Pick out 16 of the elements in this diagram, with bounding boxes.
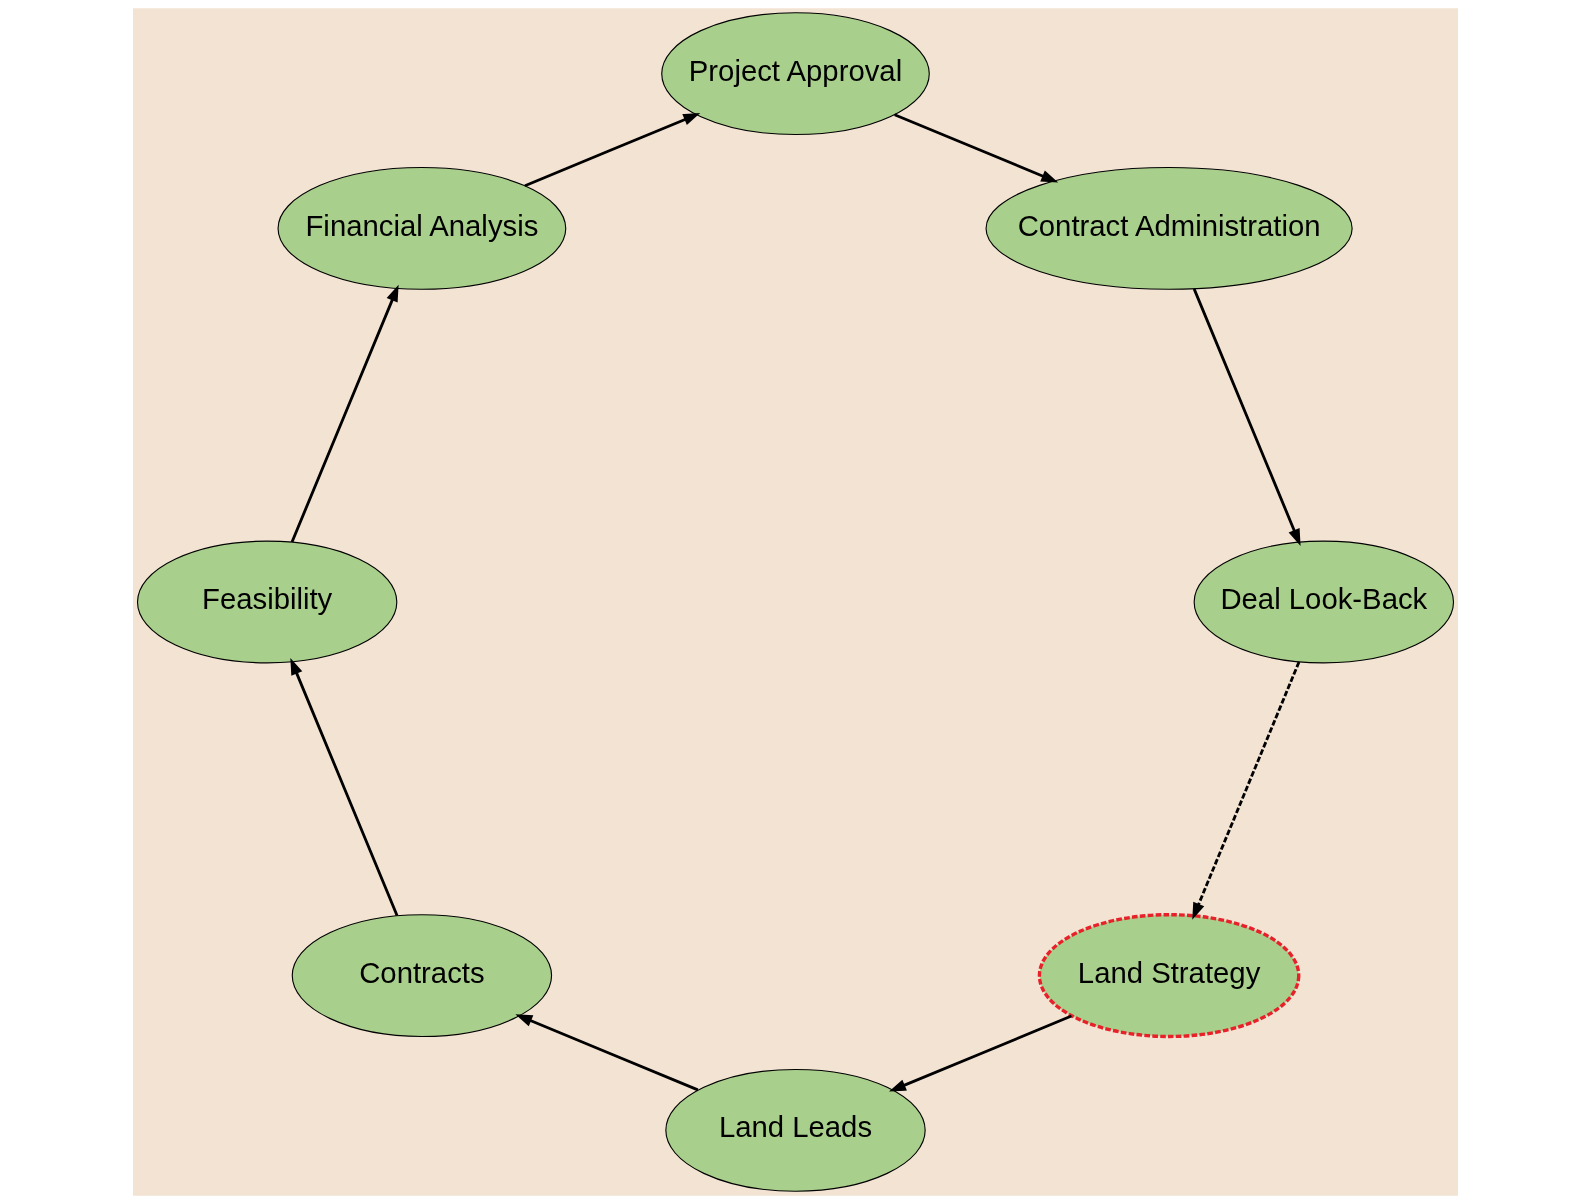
node-ellipse: Land Leads — [664, 1068, 926, 1192]
arrow — [888, 1014, 1072, 1092]
node-ellipse: Deal Look-Back — [1193, 540, 1454, 664]
arrow — [1191, 661, 1300, 920]
node-ellipse: Project Approval — [660, 12, 930, 136]
arrow — [290, 284, 399, 543]
node-ellipse: Land Strategy — [1037, 913, 1300, 1039]
arrow — [1192, 288, 1301, 546]
arrow — [523, 113, 700, 187]
arrow — [893, 113, 1058, 183]
node-ellipse: Contracts — [291, 914, 552, 1038]
node-ellipse: Contract Administration — [984, 166, 1353, 290]
node-ellipse: Financial Analysis — [277, 166, 566, 290]
arrow — [289, 657, 398, 917]
node-ellipse: Feasibility — [136, 540, 397, 664]
arrow — [514, 1014, 698, 1092]
